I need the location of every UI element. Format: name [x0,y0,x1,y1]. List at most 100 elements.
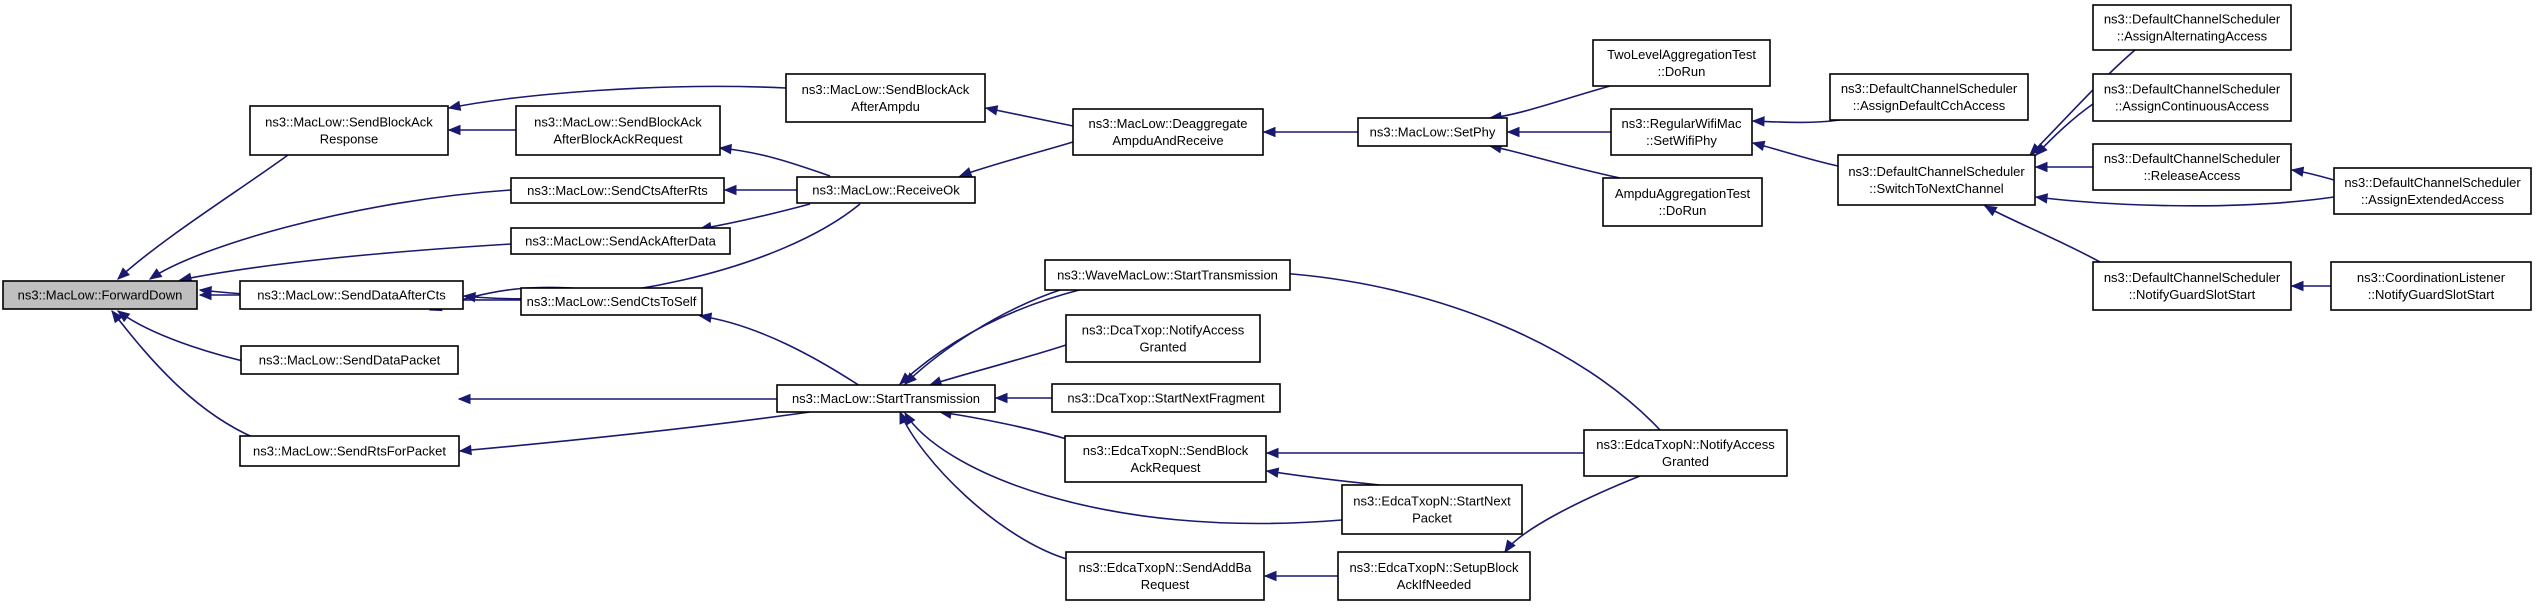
node-box-sendrtsforpacket [239,435,460,467]
node-label-notifyguardslotstart-line-1: ns3::DefaultChannelScheduler [2104,270,2281,285]
node-notifyguardslotstart[interactable]: ns3::DefaultChannelScheduler::NotifyGuar… [2092,261,2292,311]
node-assignextendedaccess[interactable]: ns3::DefaultChannelScheduler::AssignExte… [2333,167,2532,215]
edge-sendrtsforpacket-to-forwarddown [111,310,271,445]
node-releaseaccess[interactable]: ns3::DefaultChannelScheduler::ReleaseAcc… [2092,143,2292,191]
node-label-edcasendblockackrequest-line-1: ns3::EdcaTxopN::SendBlock [1083,443,1249,458]
edge-edcanotifyaccessgranted-to-edcasetupblockackifneeded [1504,475,1641,553]
node-label-sendctsafterrts-line-1: ns3::MacLow::SendCtsAfterRts [527,183,708,198]
node-switchtonextchannel[interactable]: ns3::DefaultChannelScheduler::SwitchToNe… [1837,154,2036,206]
nodes-layer: ns3::MacLow::ForwardDownns3::MacLow::Sen… [2,4,2532,601]
node-label-starttransmission-line-1: ns3::MacLow::StartTransmission [792,391,980,406]
node-label-deaggregateampduandreceive-line-1: ns3::MacLow::Deaggregate [1089,116,1248,131]
node-senddatapacket[interactable]: ns3::MacLow::SendDataPacket [240,345,459,375]
node-label-releaseaccess-line-1: ns3::DefaultChannelScheduler [2104,151,2281,166]
node-label-edcasendaddba-line-1: ns3::EdcaTxopN::SendAddBa [1079,560,1252,575]
node-label-senddatapacket-line-1: ns3::MacLow::SendDataPacket [259,353,441,368]
node-label-twolevelaggregationtest-line-2: ::DoRun [1658,64,1706,79]
arrowhead-receiveok-to-sendblockackafterblockackrequest [718,143,732,155]
arrowhead-edcanotifyaccessgranted-to-edcasetupblockackifneeded [1504,539,1516,554]
node-label-sendblockackafterampdu-line-2: AfterAmpdu [851,99,920,114]
node-label-assigndefaultcchaccess-line-1: ns3::DefaultChannelScheduler [1841,81,2018,96]
node-box-wavemaclow [1044,259,1291,291]
node-label-sendblockackafterblockackrequest-line-2: AfterBlockAckRequest [553,132,683,147]
arrowhead-edcanotifyaccessgranted-to-edcasendblockackrequest [1265,447,1279,459]
node-label-coordinationlistener-line-1: ns3::CoordinationListener [2357,270,2506,285]
node-twolevelaggregationtest[interactable]: TwoLevelAggregationTest::DoRun [1592,39,1771,87]
node-label-assigndefaultcchaccess-line-2: ::AssignDefaultCchAccess [1853,98,2006,113]
arrowhead-edcasetupblockackifneeded-to-edcasendaddba [1263,570,1277,582]
node-label-forwarddown-line-1: ns3::MacLow::ForwardDown [18,288,183,303]
edge-sendblockackafterampdu-to-sendblockackresponse [448,85,787,109]
node-forwarddown[interactable]: ns3::MacLow::ForwardDown [2,280,198,310]
node-label-wavemaclow-line-1: ns3::WaveMacLow::StartTransmission [1057,268,1278,283]
edge-dcatxopnotifyaccessgranted-to-starttransmission [929,344,1067,386]
arrowhead-sendrtsforpacket-to-forwarddown [111,309,124,324]
node-box-dcatxopstartnextfragment [1051,383,1281,413]
edge-edcastartnextpacket-to-edcasendblockackrequest [1266,470,1381,486]
node-box-forwarddown [2,280,198,310]
node-sendrtsforpacket[interactable]: ns3::MacLow::SendRtsForPacket [239,435,460,467]
node-ampduaggregationtest[interactable]: AmpduAggregationTest::DoRun [1602,177,1763,227]
node-starttransmission[interactable]: ns3::MacLow::StartTransmission [776,384,996,413]
arrowhead-edcastartnextpacket-to-starttransmission [904,411,916,426]
node-dcatxopstartnextfragment[interactable]: ns3::DcaTxop::StartNextFragment [1051,383,1281,413]
arrowhead-coordinationlistener-to-notifyguardslotstart [2290,280,2304,292]
edge-starttransmission-to-sendctstoself [699,315,861,387]
node-setphy[interactable]: ns3::MacLow::SetPhy [1357,117,1508,147]
node-box-switchtonextchannel [1837,154,2036,206]
node-label-assignalternatingaccess-line-1: ns3::DefaultChannelScheduler [2104,12,2281,27]
arrowhead-regularwifimac-to-setphy [1506,126,1520,138]
node-box-regularwifimac [1610,108,1753,156]
arrowhead-sendctsafterrts-to-forwarddown [148,268,163,280]
edge-sendctsafterrts-to-forwarddown [149,189,512,280]
node-assigncontinuousaccess[interactable]: ns3::DefaultChannelScheduler::AssignCont… [2092,73,2292,122]
edge-edcanotifyaccessgranted-to-starttransmission [899,270,1661,431]
node-assigndefaultcchaccess[interactable]: ns3::DefaultChannelScheduler::AssignDefa… [1829,73,2029,121]
node-sendblockackafterblockackrequest[interactable]: ns3::MacLow::SendBlockAckAfterBlockAckRe… [515,105,721,156]
edge-assigndefaultcchaccess-to-regularwifimac [1752,119,1841,124]
node-box-assigndefaultcchaccess [1829,73,2029,121]
node-coordinationlistener[interactable]: ns3::CoordinationListener::NotifyGuardSl… [2330,261,2532,311]
node-regularwifimac[interactable]: ns3::RegularWifiMac::SetWifiPhy [1610,108,1753,156]
node-box-sendblockackafterampdu [785,73,986,123]
node-wavemaclow[interactable]: ns3::WaveMacLow::StartTransmission [1044,259,1291,291]
arrowhead-sendblockackresponse-to-forwarddown [117,267,130,280]
edge-notifyguardslotstart-to-switchtonextchannel [1984,205,2101,263]
node-label-edcanotifyaccessgranted-line-1: ns3::EdcaTxopN::NotifyAccess [1596,437,1775,452]
node-label-edcasendaddba-line-2: Request [1141,577,1190,592]
edge-assignextendedaccess-to-switchtonextchannel [2035,196,2335,207]
node-sendctstoself[interactable]: ns3::MacLow::SendCtsToSelf [520,287,703,316]
edge-deaggregateampduandreceive-to-receiveok [959,141,1074,177]
arrowhead-receiveok-to-sendctsafterrts [723,184,737,196]
arrowhead-sendctstoself-to-forwarddown [198,286,213,297]
node-assignalternatingaccess[interactable]: ns3::DefaultChannelScheduler::AssignAlte… [2092,4,2292,51]
node-label-assignalternatingaccess-line-2: ::AssignAlternatingAccess [2117,29,2268,44]
arrowhead-dcatxopstartnextfragment-to-starttransmission [994,392,1008,404]
node-receiveok[interactable]: ns3::MacLow::ReceiveOk [796,176,976,204]
node-box-assignalternatingaccess [2092,4,2292,51]
node-label-sendblockackafterampdu-line-1: ns3::MacLow::SendBlockAck [802,82,970,97]
node-label-sendrtsforpacket-line-1: ns3::MacLow::SendRtsForPacket [253,444,446,459]
node-senddataaftercts[interactable]: ns3::MacLow::SendDataAfterCts [239,280,464,310]
node-label-dcatxopnotifyaccessgranted-line-2: Granted [1140,340,1187,355]
node-box-edcasendblockackrequest [1064,435,1267,483]
node-label-assignextendedaccess-line-1: ns3::DefaultChannelScheduler [2344,175,2521,190]
node-label-dcatxopstartnextfragment-line-1: ns3::DcaTxop::StartNextFragment [1067,391,1265,406]
node-label-sendblockackresponse-line-2: Response [320,132,379,147]
node-sendctsafterrts[interactable]: ns3::MacLow::SendCtsAfterRts [510,177,725,204]
node-label-regularwifimac-line-1: ns3::RegularWifiMac [1622,116,1742,131]
edge-edcastartnextpacket-to-starttransmission [904,412,1343,525]
node-sendackafterdata[interactable]: ns3::MacLow::SendAckAfterData [510,227,731,255]
edge-receiveok-to-sendblockackafterblockackrequest [719,147,831,177]
node-box-assignextendedaccess [2333,167,2532,215]
